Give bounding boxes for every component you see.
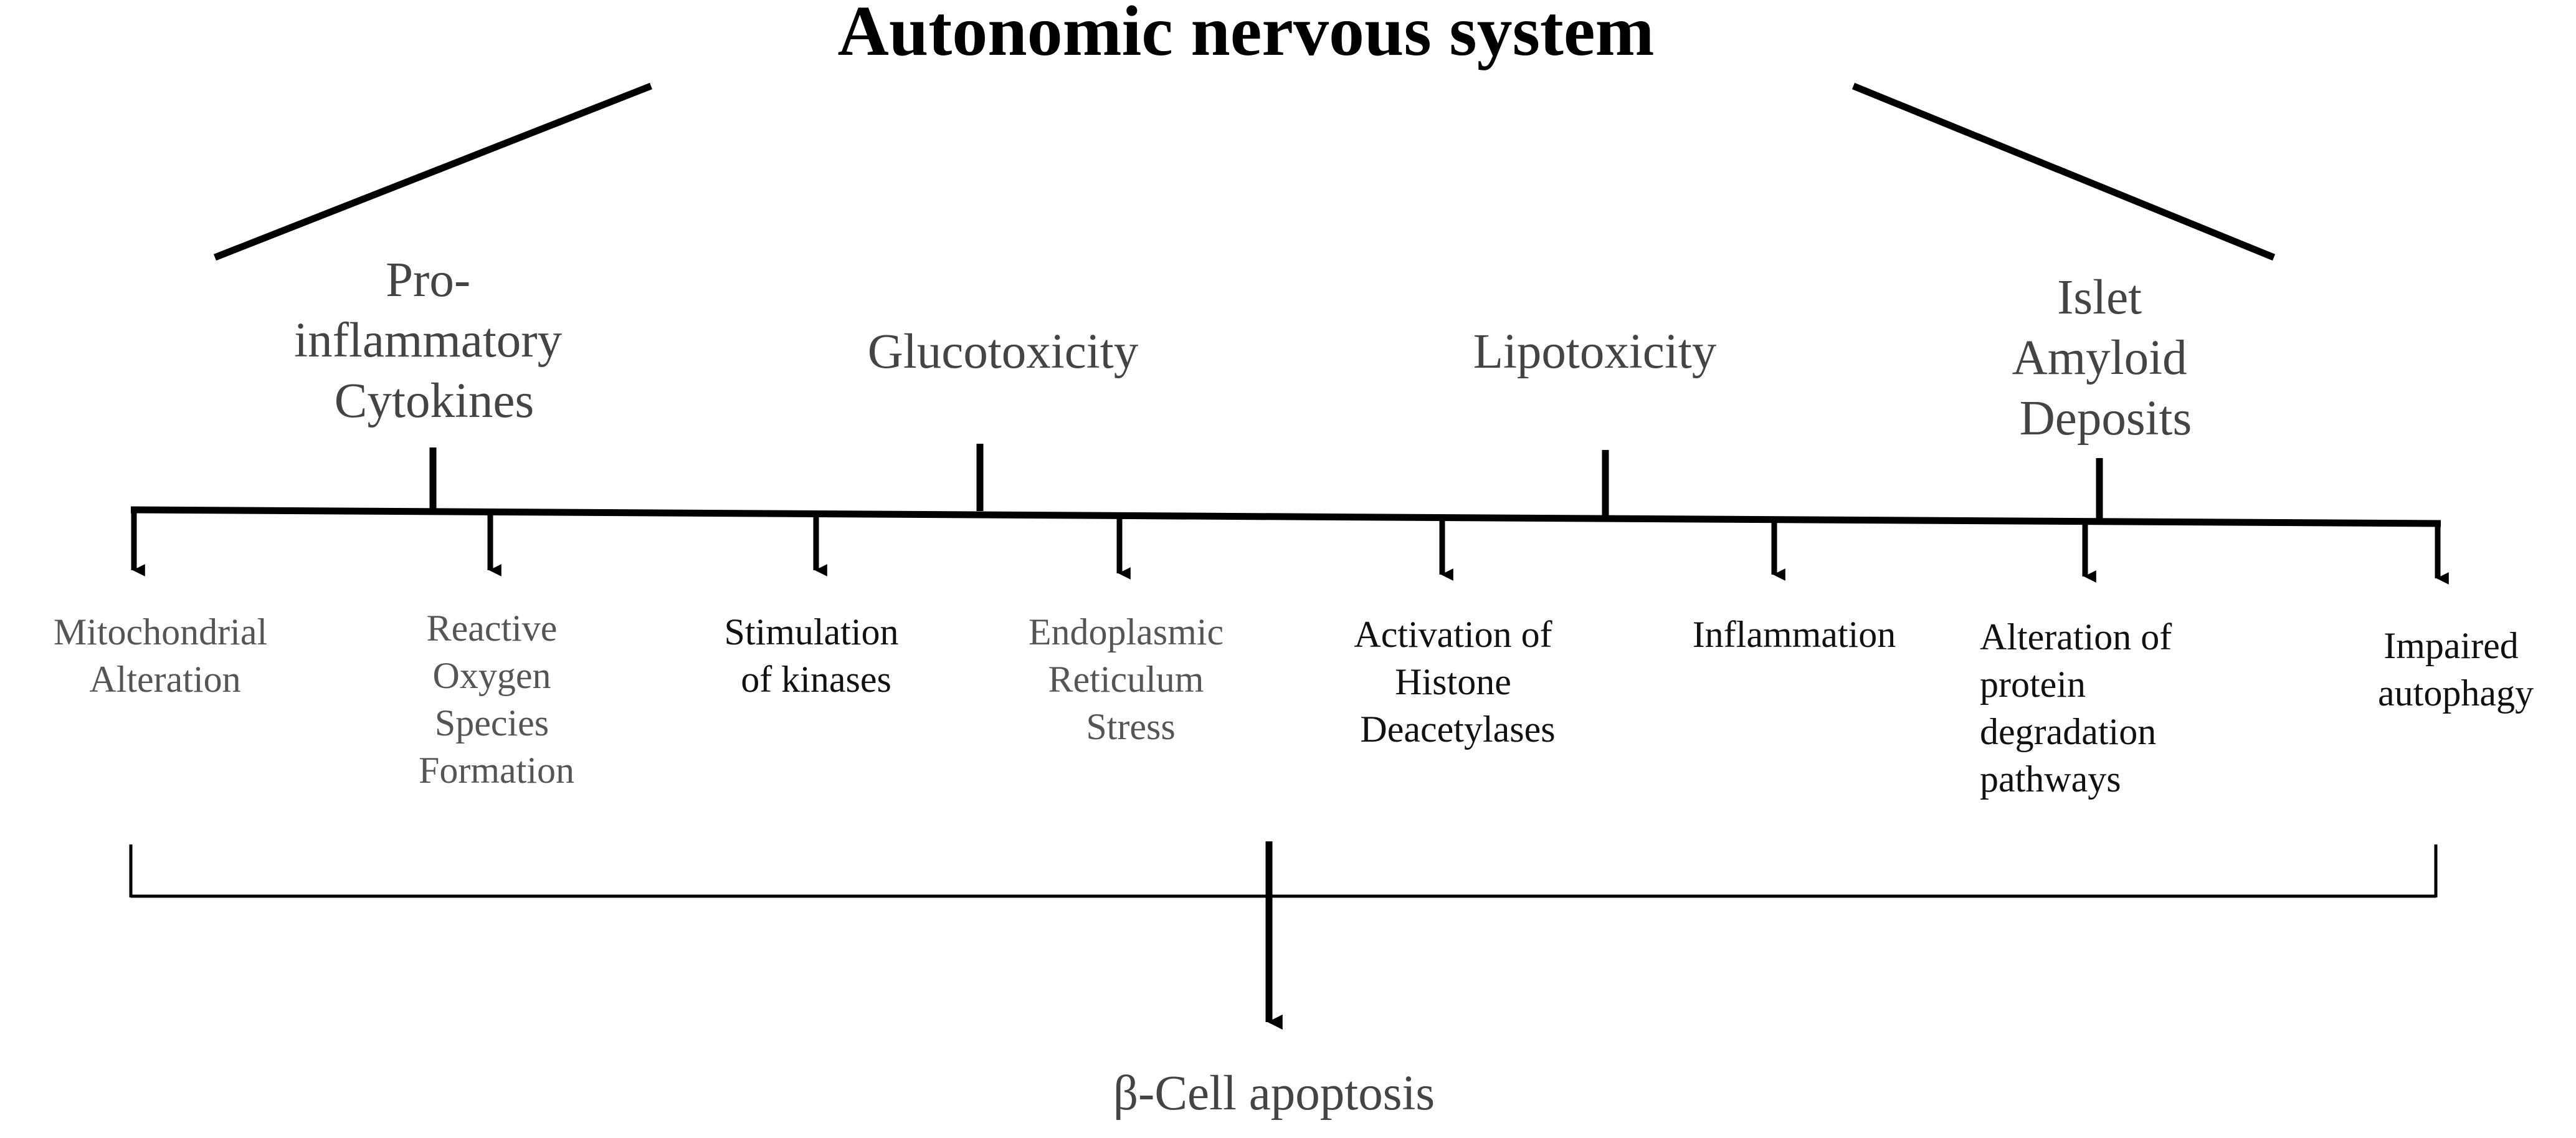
- effect-label-line: Alteration of: [1980, 616, 2172, 657]
- effect-endoplasmic-reticulum-stress: Endoplasmic Reticulum Stress: [1029, 611, 1233, 747]
- effect-label-line: Stress: [1086, 706, 1175, 747]
- factor-label-line: inflammatory: [294, 313, 562, 368]
- effect-reactive-oxygen-species-formation: Reactive Oxygen Species Formation: [419, 608, 574, 791]
- svg-text:Pro- inflammatory: Pro- inflammatory Cytokines: [294, 253, 574, 428]
- svg-text:Lipotoxicity: Lipotoxicity: [1473, 325, 1717, 379]
- effect-impaired-autophagy: Impaired autophagy: [2378, 625, 2534, 714]
- effect-label-line: Alteration: [89, 659, 240, 700]
- svg-text:Reactive Oxygen Sp: Reactive Oxygen Species Formation: [419, 608, 574, 791]
- factor-label-line: Lipotoxicity: [1473, 325, 1717, 379]
- effect-label-line: Mitochondrial: [54, 611, 267, 653]
- factor-label-line: Amyloid: [2012, 331, 2187, 385]
- effect-label-line: protein: [1980, 664, 2086, 705]
- effect-label-line: Reactive: [427, 608, 558, 649]
- effect-activation-of-histone-deacetylases: Activation of Histone Deacetylases: [1354, 614, 1561, 750]
- effect-label-line: Activation of: [1354, 614, 1552, 655]
- svg-text:Islet Amyloid Depo: Islet Amyloid Deposits: [2012, 270, 2200, 446]
- effect-label-line: of kinases: [741, 659, 891, 700]
- factor-label-line: Pro-: [386, 253, 470, 307]
- effect-label-line: Stimulation: [724, 611, 898, 653]
- effect-alteration-of-protein-degradation-pathways: Alteration of protein degradation pathwa…: [1980, 616, 2181, 800]
- effect-label-line: autophagy: [2378, 672, 2534, 714]
- title-branch-left-line: [213, 82, 653, 261]
- svg-text:Impaired autophagy: Impaired autophagy: [2378, 625, 2534, 714]
- svg-text:Mitochondrial Alteration: Mitochondrial Alteration: [54, 611, 277, 700]
- effect-label-line: degradation: [1980, 711, 2156, 752]
- factor-label-line: Glucotoxicity: [868, 325, 1139, 379]
- effect-label-line: pathways: [1980, 758, 2121, 800]
- factor-glucotoxicity: Glucotoxicity: [868, 325, 1139, 379]
- effect-stimulation-of-kinases: Stimulation of kinases: [724, 611, 908, 700]
- effect-label-line: Reticulum: [1048, 659, 1204, 700]
- outcome-label: β-Cell apoptosis: [1113, 1066, 1435, 1121]
- title-branch-right-line: [1851, 82, 2276, 261]
- factor-label-line: Islet: [2057, 270, 2142, 325]
- main-distribution-bar: [130, 506, 2441, 527]
- effect-label-line: Inflammation: [1693, 614, 1896, 655]
- diagram-title: Autonomic nervous system: [838, 0, 1655, 70]
- effect-label-line: Histone: [1395, 661, 1511, 702]
- factor-label-line: Cytokines: [335, 374, 534, 428]
- effect-label-line: Endoplasmic: [1029, 611, 1224, 653]
- effect-label-line: Impaired: [2384, 625, 2519, 666]
- factor-islet-amyloid-deposits: Islet Amyloid Deposits: [2012, 270, 2200, 446]
- effect-label-line: Formation: [419, 750, 574, 791]
- effect-label-line: Oxygen: [433, 655, 551, 696]
- effect-label-line: Deacetylases: [1360, 709, 1555, 750]
- effect-mitochondrial-alteration: Mitochondrial Alteration: [54, 611, 277, 700]
- svg-text:Activation of Histone: Activation of Histone Deacetylases: [1354, 614, 1561, 750]
- factor-label-line: Deposits: [2020, 391, 2192, 446]
- convergence-bracket: [129, 844, 2438, 898]
- effect-inflammation: Inflammation: [1693, 614, 1896, 655]
- factor-lipotoxicity: Lipotoxicity: [1473, 325, 1717, 379]
- svg-text:Inflammation: Inflammation: [1693, 614, 1896, 655]
- svg-text:Stimulation of kinases: Stimulation of kinases: [724, 611, 908, 700]
- svg-text:Glucotoxicity: Glucotoxicity: [868, 325, 1139, 379]
- svg-text:Alteration of protein: Alteration of protein degradation pathwa…: [1980, 616, 2181, 800]
- factor-proinflammatory-cytokines: Pro- inflammatory Cytokines: [294, 253, 574, 428]
- effect-label-line: Species: [435, 702, 549, 744]
- svg-text:Endoplasmic Reticulum: Endoplasmic Reticulum Stress: [1029, 611, 1233, 747]
